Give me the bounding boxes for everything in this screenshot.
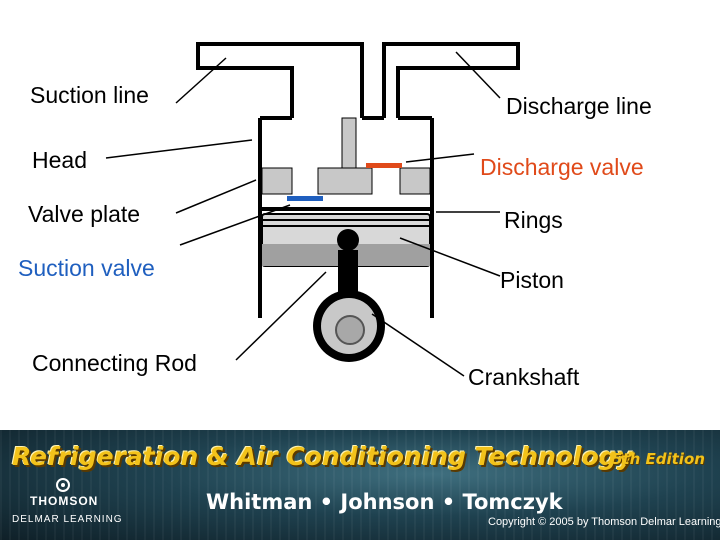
banner-title: Refrigeration & Air Conditioning Technol… xyxy=(12,442,633,471)
leader-crankshaft xyxy=(371,313,465,377)
label-connecting-rod: Connecting Rod xyxy=(32,350,197,376)
label-discharge-valve: Discharge valve xyxy=(480,154,644,180)
valve-plate-block-mid xyxy=(317,167,373,195)
compressor-diagram: Suction line Head Valve plate Suction va… xyxy=(18,42,652,390)
suction-line-pipe xyxy=(196,42,364,118)
head-divider xyxy=(341,117,357,169)
piston-top-ring xyxy=(260,207,432,211)
banner-publisher-bottom: DELMAR LEARNING xyxy=(12,514,123,525)
book-banner: Refrigeration & Air Conditioning Technol… xyxy=(0,430,720,540)
banner-authors: Whitman • Johnson • Tomczyk xyxy=(206,490,563,514)
valve-plate-block-right xyxy=(399,167,431,195)
crankshaft-pin xyxy=(335,315,365,345)
leader-discharge-line xyxy=(455,51,501,99)
banner-texture xyxy=(0,430,720,540)
leader-piston xyxy=(399,237,501,277)
suction-valve-reed xyxy=(287,196,323,201)
banner-edition: 5th Edition xyxy=(612,450,705,468)
label-head: Head xyxy=(32,147,87,173)
valve-plate-block-left xyxy=(261,167,293,195)
label-suction-valve: Suction valve xyxy=(18,255,155,281)
wrist-pin xyxy=(337,229,359,251)
compressor-drawing xyxy=(105,42,520,377)
label-piston: Piston xyxy=(500,267,564,293)
thomson-logo-icon xyxy=(56,478,70,492)
leader-connecting-rod xyxy=(235,271,327,361)
label-crankshaft: Crankshaft xyxy=(468,364,580,390)
banner-publisher-top: THOMSON xyxy=(30,494,99,508)
label-suction-line: Suction line xyxy=(30,82,149,108)
leader-suction-line xyxy=(175,57,227,104)
discharge-valve-reed xyxy=(366,163,402,168)
label-valve-plate: Valve plate xyxy=(28,201,141,227)
banner-copyright: Copyright © 2005 by Thomson Delmar Learn… xyxy=(488,516,720,528)
leader-valve-plate xyxy=(175,179,257,214)
leader-head xyxy=(105,139,253,159)
leader-discharge-valve xyxy=(405,153,475,163)
label-rings: Rings xyxy=(504,207,563,233)
label-discharge-line: Discharge line xyxy=(506,93,652,119)
discharge-line-pipe xyxy=(382,42,520,118)
leader-suction-valve xyxy=(179,204,291,246)
